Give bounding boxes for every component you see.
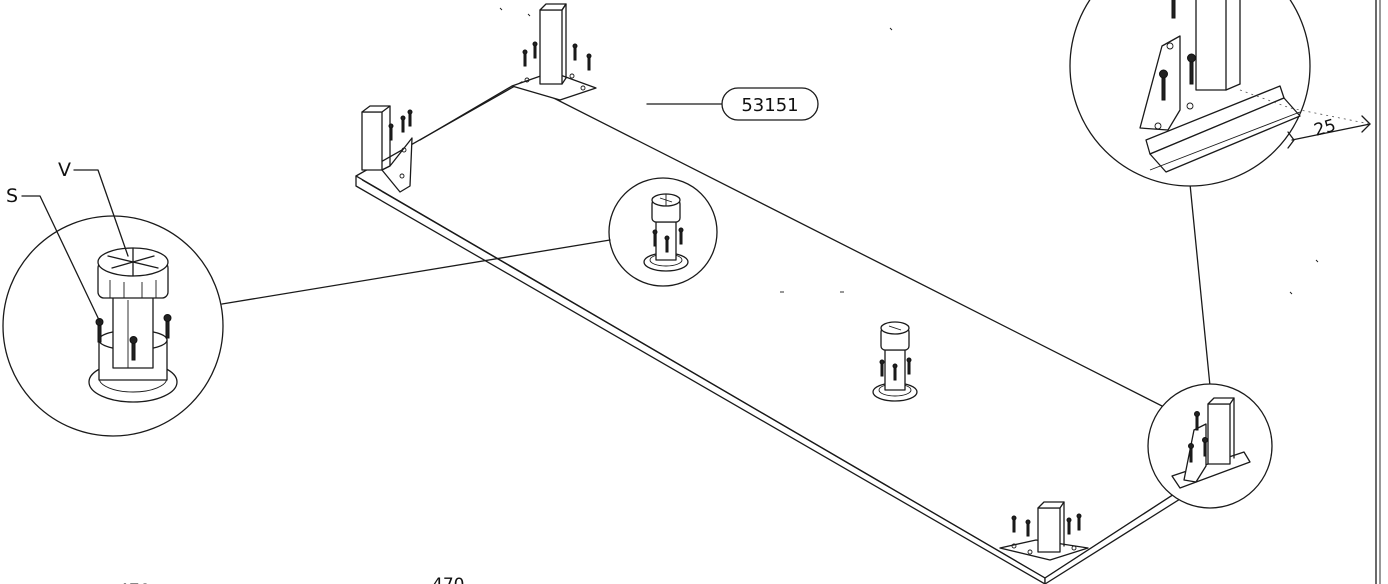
foot-detail-small — [643, 193, 689, 272]
dimension-offset: 25 — [1312, 116, 1338, 141]
foot-center-bottom — [872, 321, 918, 402]
dimension-bottom-center: 470 — [432, 575, 464, 584]
leader-v — [73, 169, 129, 257]
leader-line-left-leg — [419, 85, 513, 141]
stray-marks — [499, 7, 1319, 295]
label-s: S — [6, 185, 18, 207]
leg-front — [999, 501, 1089, 561]
part-number-callout: 53151 — [721, 87, 819, 121]
dimension-bottom-left: 470 — [118, 581, 150, 584]
part-number: 53151 — [741, 95, 798, 116]
mount-plate — [381, 137, 413, 193]
label-v: V — [58, 159, 71, 181]
leader-line-corner — [1189, 183, 1211, 387]
mount-plate — [511, 71, 597, 101]
leader-s — [21, 195, 101, 323]
leg-left — [361, 105, 413, 193]
detail-circle-front-corner — [1147, 383, 1273, 509]
leg-back — [511, 3, 597, 101]
detail-circle-corner — [1069, 0, 1371, 187]
leader-line-foot — [221, 239, 611, 305]
detail-circle-foot — [2, 169, 224, 437]
